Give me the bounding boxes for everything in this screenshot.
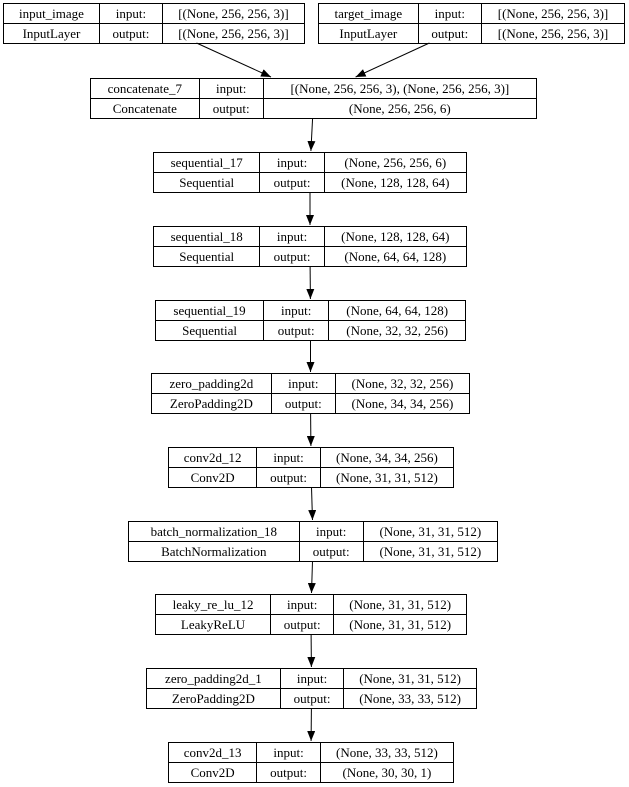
input-label: input: <box>279 668 345 689</box>
input-shape: (None, 31, 31, 512) <box>362 521 499 542</box>
input-shape: (None, 32, 32, 256) <box>334 373 471 394</box>
layer-node-conv2d_13: conv2d_13 input: (None, 33, 33, 512) Con… <box>167 742 455 783</box>
output-label: output: <box>279 688 345 709</box>
edge-arrow-concatenate_7-to-sequential_17 <box>307 117 316 152</box>
output-label: output: <box>98 23 163 44</box>
input-shape: [(None, 256, 256, 3), (None, 256, 256, 3… <box>262 78 538 99</box>
layer-type: Concatenate <box>90 98 200 119</box>
output-shape: (None, 31, 31, 512) <box>362 541 499 562</box>
output-label: output: <box>259 246 325 267</box>
input-label: input: <box>256 447 321 468</box>
layer-node-zero_padding2d_1: zero_padding2d_1 input: (None, 31, 31, 5… <box>146 668 477 709</box>
layer-type: Sequential <box>152 246 261 267</box>
input-shape: (None, 31, 31, 512) <box>343 668 477 689</box>
output-shape: (None, 128, 128, 64) <box>323 172 468 193</box>
layer-name: target_image <box>318 3 419 24</box>
layer-type: Conv2D <box>167 467 258 488</box>
layer-node-zero_padding2d: zero_padding2d input: (None, 32, 32, 256… <box>151 373 471 414</box>
layer-type: InputLayer <box>318 23 419 44</box>
input-shape: (None, 64, 64, 128) <box>328 300 466 321</box>
edge-arrow-batch_normalization_18-to-leaky_re_lu_12 <box>307 560 316 594</box>
input-label: input: <box>417 3 482 24</box>
layer-type: Conv2D <box>167 762 258 783</box>
output-label: output: <box>198 98 264 119</box>
output-label: output: <box>270 614 335 635</box>
input-shape: (None, 34, 34, 256) <box>319 447 455 468</box>
layer-node-leaky_re_lu_12: leaky_re_lu_12 input: (None, 31, 31, 512… <box>154 594 467 635</box>
layer-type: LeakyReLU <box>154 614 272 635</box>
output-label: output: <box>417 23 482 44</box>
input-label: input: <box>270 373 336 394</box>
output-shape: (None, 31, 31, 512) <box>333 614 467 635</box>
layer-node-conv2d_12: conv2d_12 input: (None, 34, 34, 256) Con… <box>167 447 455 488</box>
layer-node-concatenate_7: concatenate_7 input: [(None, 256, 256, 3… <box>90 78 538 119</box>
edge-arrow-input_image-to-concatenate_7 <box>196 42 272 78</box>
input-label: input: <box>98 3 163 24</box>
layer-name: zero_padding2d <box>151 373 272 394</box>
input-label: input: <box>259 226 325 247</box>
output-shape: (None, 30, 30, 1) <box>319 762 455 783</box>
layer-name: sequential_18 <box>152 226 261 247</box>
layer-name: zero_padding2d_1 <box>146 668 281 689</box>
output-shape: [(None, 256, 256, 3)] <box>480 23 626 44</box>
layer-name: conv2d_13 <box>167 742 258 763</box>
layer-name: batch_normalization_18 <box>128 521 300 542</box>
layer-type: Sequential <box>152 172 261 193</box>
input-shape: (None, 256, 256, 6) <box>323 152 468 173</box>
output-label: output: <box>256 762 321 783</box>
output-shape: [(None, 256, 256, 3)] <box>161 23 306 44</box>
output-label: output: <box>270 393 336 414</box>
output-label: output: <box>259 172 325 193</box>
output-shape: (None, 32, 32, 256) <box>328 320 466 341</box>
layer-type: ZeroPadding2D <box>151 393 272 414</box>
layer-name: leaky_re_lu_12 <box>154 594 272 615</box>
edge-arrow-target_image-to-concatenate_7 <box>355 42 430 78</box>
input-shape: (None, 128, 128, 64) <box>323 226 468 247</box>
layer-type: ZeroPadding2D <box>146 688 281 709</box>
layer-node-batch_normalization_18: batch_normalization_18 input: (None, 31,… <box>128 521 499 562</box>
edge-arrow-conv2d_12-to-batch_normalization_18 <box>308 486 317 521</box>
input-shape: (None, 31, 31, 512) <box>333 594 467 615</box>
output-shape: (None, 31, 31, 512) <box>319 467 455 488</box>
layer-name: input_image <box>3 3 100 24</box>
output-shape: (None, 33, 33, 512) <box>343 688 477 709</box>
output-label: output: <box>263 320 330 341</box>
input-shape: [(None, 256, 256, 3)] <box>480 3 626 24</box>
layer-type: BatchNormalization <box>128 541 300 562</box>
input-label: input: <box>298 521 364 542</box>
input-label: input: <box>256 742 321 763</box>
layer-type: Sequential <box>154 320 265 341</box>
input-shape: (None, 33, 33, 512) <box>319 742 455 763</box>
input-label: input: <box>270 594 335 615</box>
output-label: output: <box>298 541 364 562</box>
output-label: output: <box>256 467 321 488</box>
output-shape: (None, 34, 34, 256) <box>334 393 471 414</box>
layer-node-sequential_18: sequential_18 input: (None, 128, 128, 64… <box>152 226 468 267</box>
layer-node-sequential_19: sequential_19 input: (None, 64, 64, 128)… <box>154 300 466 341</box>
layer-name: sequential_17 <box>152 152 261 173</box>
layer-name: conv2d_12 <box>167 447 258 468</box>
output-shape: (None, 256, 256, 6) <box>262 98 538 119</box>
layer-name: concatenate_7 <box>90 78 200 99</box>
input-label: input: <box>198 78 264 99</box>
input-label: input: <box>263 300 330 321</box>
output-shape: (None, 64, 64, 128) <box>323 246 468 267</box>
layer-node-target_image: target_image input: [(None, 256, 256, 3)… <box>318 3 626 44</box>
layer-node-input_image: input_image input: [(None, 256, 256, 3)]… <box>3 3 306 44</box>
layer-type: InputLayer <box>3 23 100 44</box>
input-label: input: <box>259 152 325 173</box>
input-shape: [(None, 256, 256, 3)] <box>161 3 306 24</box>
layer-node-sequential_17: sequential_17 input: (None, 256, 256, 6)… <box>152 152 468 193</box>
layer-name: sequential_19 <box>154 300 265 321</box>
